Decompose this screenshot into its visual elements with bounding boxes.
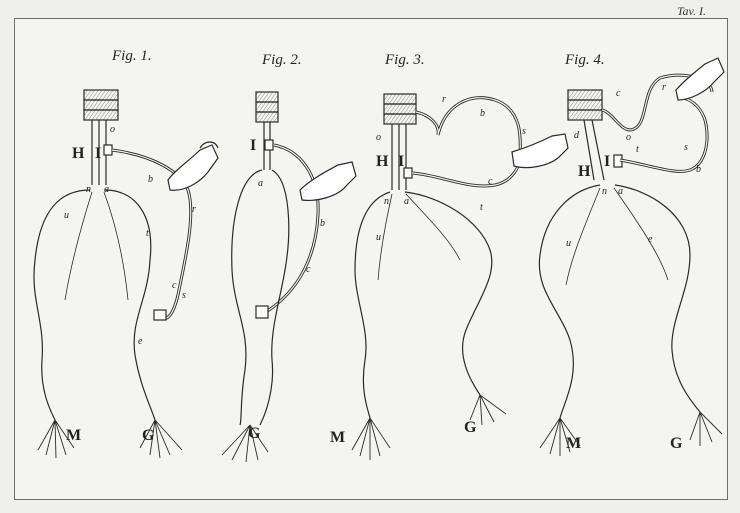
fig2-label-G: G	[248, 425, 261, 442]
fig1-label-a: a	[104, 184, 109, 195]
fig2-label-I: I	[250, 137, 256, 154]
fig3-label-b: b	[480, 108, 485, 119]
figure-3-labels: H I o r b s n a c t u M G	[330, 94, 526, 446]
fig1-label-o: o	[110, 124, 115, 135]
fig4-label-H: H	[578, 163, 591, 180]
fig4-label-M: M	[566, 435, 581, 452]
fig1-label-u: u	[64, 210, 69, 221]
fig3-label-G: G	[464, 419, 477, 436]
fig3-label-u: u	[376, 232, 381, 243]
fig3-label-c: c	[488, 176, 493, 187]
fig1-label-r: r	[192, 204, 196, 215]
fig1-label-c: c	[172, 280, 177, 291]
figure-4-vertebrae	[568, 90, 602, 120]
fig4-label-G: G	[670, 435, 683, 452]
fig4-label-n: n	[602, 186, 607, 197]
figure-2	[222, 92, 356, 462]
figure-1-vertebrae	[84, 90, 118, 120]
fig4-label-c: c	[616, 88, 621, 99]
fig1-label-t: t	[146, 228, 149, 239]
figure-1	[34, 90, 218, 458]
fig1-label-n: n	[86, 184, 91, 195]
fig4-label-e: e	[648, 234, 653, 245]
fig4-label-b: b	[696, 164, 701, 175]
fig4-label-t: t	[636, 144, 639, 155]
fig1-label-s: s	[182, 290, 186, 301]
figure-3-vertebrae	[384, 94, 416, 124]
fig4-label-u: u	[566, 238, 571, 249]
fig4-label-d: d	[574, 130, 580, 141]
figure-3	[352, 94, 568, 460]
fig3-label-s: s	[522, 126, 526, 137]
fig3-label-r: r	[442, 94, 446, 105]
figure-2-vertebrae	[256, 92, 278, 122]
fig2-label-a: a	[258, 178, 263, 189]
fig1-label-b: b	[148, 174, 153, 185]
fig3-label-a: a	[404, 196, 409, 207]
fig1-label-e: e	[138, 336, 143, 347]
fig1-label-G: G	[142, 427, 155, 444]
fig3-label-t: t	[480, 202, 483, 213]
figure-4-labels: d o c r H I t s b n a u e M G	[566, 82, 701, 452]
fig1-label-I: I	[95, 145, 101, 162]
fig3-label-I: I	[398, 153, 404, 170]
fig3-label-H: H	[376, 153, 389, 170]
fig4-label-a: a	[618, 186, 623, 197]
fig3-label-o: o	[376, 132, 381, 143]
fig3-label-M: M	[330, 429, 345, 446]
figure-4	[539, 58, 724, 456]
fig3-label-n: n	[384, 196, 389, 207]
fig1-label-H: H	[72, 145, 85, 162]
fig4-label-s: s	[684, 142, 688, 153]
fig1-label-M: M	[66, 427, 81, 444]
fig4-label-o: o	[626, 132, 631, 143]
fig4-label-I: I	[604, 153, 610, 170]
fig2-label-c: c	[306, 264, 311, 275]
fig4-label-r: r	[662, 82, 666, 93]
fig2-label-b: b	[320, 218, 325, 229]
